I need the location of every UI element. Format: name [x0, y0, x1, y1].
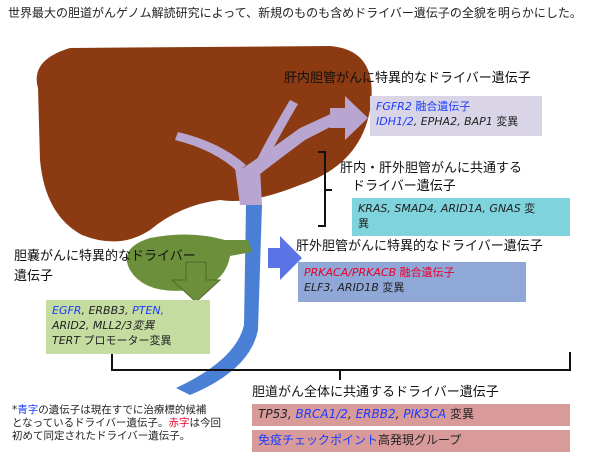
- footnote-t2: となっているドライバー遺伝子。: [12, 417, 169, 429]
- box-intrahepatic: FGFR2 融合遺伝子 IDH1/2, EPHA2, BAP1 変異: [370, 96, 542, 136]
- mut-text-common: 変: [520, 202, 536, 215]
- gene-erbb3: , ERBB3,: [81, 304, 133, 317]
- label-extrahepatic: 肝外胆管がんに特異的なドライバー遺伝子: [296, 239, 543, 254]
- arrow-gallbladder: [170, 261, 222, 303]
- label-common-line2: ドライバー遺伝子: [352, 179, 456, 194]
- footnote-t4: 初めて同定されたドライバー遺伝子。: [12, 430, 191, 442]
- box-common: KRAS, SMAD4, ARID1A, GNAS 変 異: [352, 198, 570, 236]
- mut-text-all: 変異: [446, 407, 474, 421]
- gene-egfr: EGFR: [52, 304, 82, 317]
- label-intrahepatic: 肝内胆管がんに特異的なドライバー遺伝子: [284, 71, 531, 86]
- label-all: 胆道がん全体に共通するドライバー遺伝子: [252, 385, 499, 400]
- bracket-all: [111, 352, 571, 380]
- extrahepatic-duct: [176, 205, 262, 395]
- gene-tp53: TP53,: [258, 407, 296, 421]
- box-checkpoint: 免疫チェックポイント高発現グループ: [252, 430, 570, 452]
- intrahepatic-duct-branch: [175, 132, 246, 172]
- label-gallbladder-line2: 遺伝子: [14, 269, 54, 284]
- gene-fgfr2: FGFR2: [376, 100, 412, 113]
- box-all-genes: TP53, BRCA1/2, ERBB2, PIK3CA 変異: [252, 404, 570, 426]
- footnote: *青字の遺伝子は現在すでに治療標的候補 となっているドライバー遺伝子。赤字は今回…: [12, 404, 244, 443]
- genes-extra: ELF3, ARID1B: [304, 281, 379, 294]
- page-title: 世界最大の胆道がんゲノム解読研究によって、新規のものも含めドライバー遺伝子の全貌…: [8, 6, 582, 20]
- footnote-red: 赤字: [168, 417, 190, 429]
- fusion-text-extra: 融合遺伝子: [396, 266, 455, 279]
- footnote-star: *: [12, 404, 18, 416]
- footnote-t3: は今回: [189, 417, 221, 429]
- mut-text-common-2: 異: [358, 217, 369, 230]
- footnote-t1: の遺伝子は現在すでに治療標的候補: [38, 404, 207, 416]
- gene-erbb2: ERBB2: [355, 407, 396, 421]
- mut-text-intra: 変異: [492, 115, 519, 128]
- footnote-blue: 青字: [17, 404, 39, 416]
- arrow-intrahepatic: [330, 96, 368, 140]
- gene-brca: BRCA1/2: [295, 407, 348, 421]
- sep-2: ,: [395, 407, 404, 421]
- intrahepatic-duct-branch2: [250, 100, 298, 178]
- promoter-text: プロモーター変異: [80, 334, 172, 347]
- gene-prkaca: PRKACA/PRKACB: [304, 266, 397, 279]
- gene-tert: TERT: [52, 334, 81, 347]
- checkpoint-text: 免疫チェックポイント: [258, 433, 379, 447]
- intrahepatic-duct-main: [235, 168, 262, 205]
- gene-idh: IDH1/2: [376, 115, 414, 128]
- label-gallbladder-line1: 胆嚢がんに特異的なドライバー: [14, 249, 196, 264]
- mut-text-extra: 変異: [378, 281, 405, 294]
- box-gallbladder: EGFR, ERBB3, PTEN, ARID2, MLL2/3変異 TERT …: [46, 300, 210, 354]
- sep-1: ,: [347, 407, 356, 421]
- arrow-extrahepatic: [268, 236, 302, 280]
- box-extrahepatic: PRKACA/PRKACB 融合遺伝子 ELF3, ARID1B 変異: [298, 262, 526, 302]
- checkpoint-rest: 高発現グループ: [378, 433, 462, 447]
- genes-gb-line2: ARID2, MLL2/3変異: [52, 319, 155, 332]
- genes-common: KRAS, SMAD4, ARID1A, GNAS: [358, 202, 521, 215]
- label-common-line1: 肝内・肝外胆管がんに共通する: [340, 161, 523, 176]
- gene-pik3ca: PIK3CA: [403, 407, 447, 421]
- bracket-common: [318, 151, 332, 227]
- gene-pten: PTEN,: [132, 304, 165, 317]
- genes-intra-rest: , EPHA2, BAP1: [413, 115, 493, 128]
- fusion-text-intra: 融合遺伝子: [411, 100, 471, 113]
